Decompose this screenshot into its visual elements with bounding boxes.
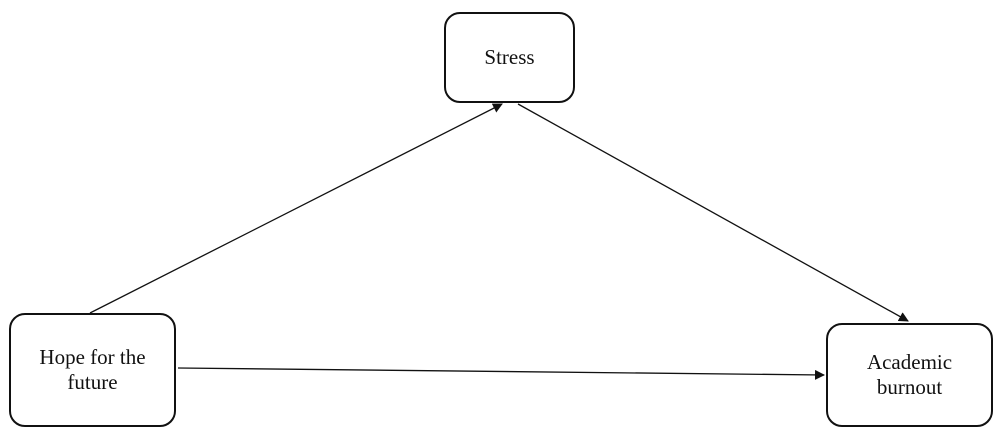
stress-label-line-1: Stress [484,45,535,69]
stress-label: Stress [476,45,542,70]
academic-burnout-node: Academic burnout [826,323,993,427]
edge-hope-to-stress [89,103,503,314]
hope-for-the-future-node: Hope for the future [9,313,176,427]
hope-label-line-2: future [67,370,118,394]
burnout-label-line-2: burnout [876,375,943,399]
hope-label-line-1: Hope for the [39,345,146,369]
edge-stress-to-burnout [517,103,909,322]
stress-node: Stress [444,12,575,103]
edge-hope-to-burnout [177,367,825,380]
hope-label: Hope for the future [31,345,153,395]
burnout-label-line-1: Academic [866,350,953,374]
burnout-label: Academic burnout [859,350,960,400]
